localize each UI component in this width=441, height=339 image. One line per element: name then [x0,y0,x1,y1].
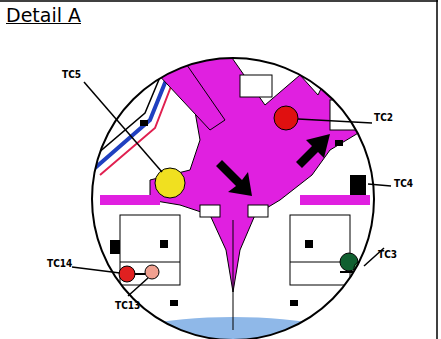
detail-circle [92,58,374,339]
frame-line [0,0,438,2]
leader-lines [72,82,391,296]
callout-label: TC13 [115,301,140,311]
detail-title: Detail A [6,5,81,26]
frame-line [436,0,438,339]
callout-label: TC14 [47,259,72,269]
callout-label: TC5 [62,70,81,80]
callout-label: TC2 [374,113,393,123]
callout-label: TC4 [394,179,413,189]
section-view [90,55,380,339]
callout-label: TC3 [378,250,397,260]
